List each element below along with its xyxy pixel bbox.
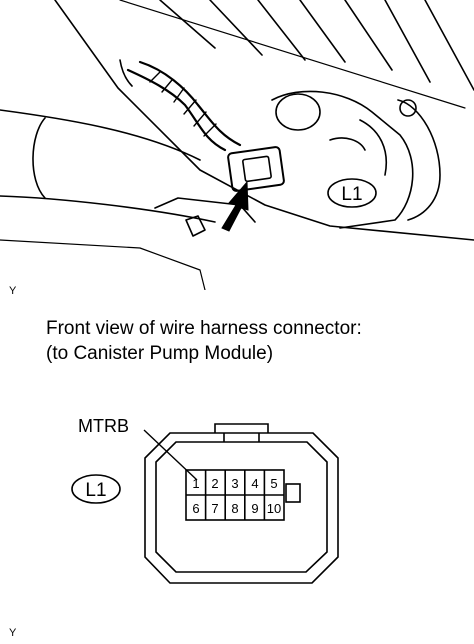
pin-number: 5	[270, 476, 277, 491]
caption-line-1: Front view of wire harness connector:	[46, 318, 362, 339]
caption-line-2: (to Canister Pump Module)	[46, 343, 274, 364]
pin-number: 2	[211, 476, 218, 491]
harness-location-illustration: L1	[0, 0, 474, 290]
figure-mark-top: Y	[9, 285, 17, 297]
pin-number: 8	[231, 501, 238, 516]
pin-number: 1	[192, 476, 199, 491]
pin-callout-label: MTRB	[78, 416, 129, 436]
pin-number: 6	[192, 501, 199, 516]
pin-number: 7	[211, 501, 218, 516]
pin-number: 10	[267, 501, 281, 516]
connector-front-view: MTRB 1 2 3 4 5 6 7 8 9 10 L1	[71, 416, 339, 584]
pin-number: 9	[251, 501, 258, 516]
pin-number: 4	[251, 476, 258, 491]
connector-id-tag-top: L1	[341, 184, 362, 205]
pin-number: 3	[231, 476, 238, 491]
connector-id-tag-bottom: L1	[85, 480, 106, 501]
figure-mark-bottom: Y	[9, 627, 17, 639]
location-arrow-icon	[221, 180, 249, 232]
